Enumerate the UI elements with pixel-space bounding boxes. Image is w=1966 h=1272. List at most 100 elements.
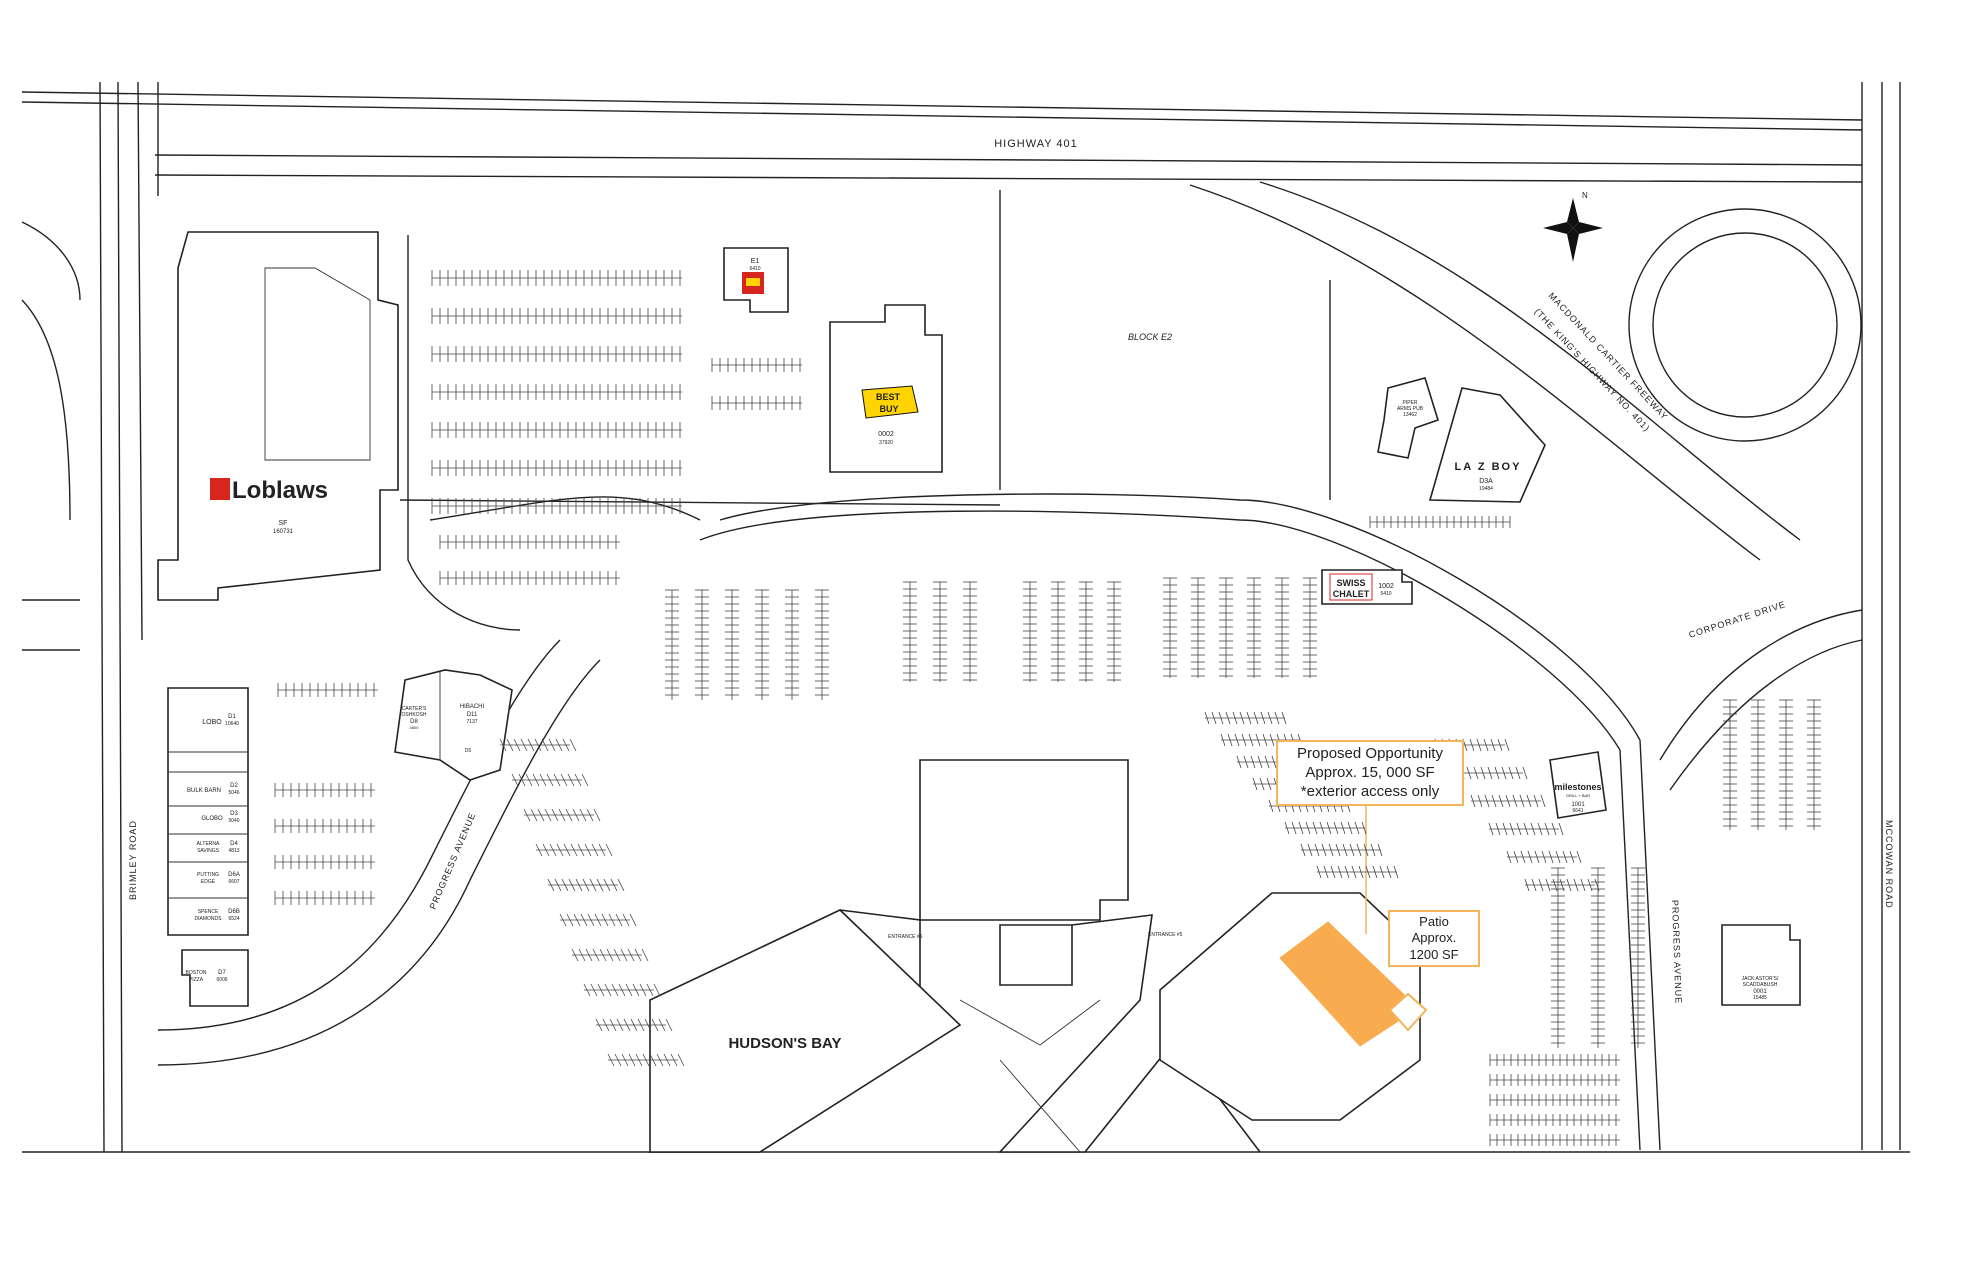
parking-stall (567, 773, 575, 787)
parking-stall (653, 983, 661, 997)
cibc-area: 6410 (749, 266, 760, 272)
highway-ramp (1189, 181, 1862, 561)
parking-stall (635, 1053, 643, 1067)
loblaws-building[interactable] (157, 231, 399, 601)
parking-stall (1204, 711, 1210, 725)
alterna-name-line1: ALTERNA (197, 841, 220, 847)
jackastors-building[interactable]: JACK ASTOR'S/ SCADDABUSH 0001 15485 (1721, 924, 1801, 1006)
parking-stall (599, 948, 607, 962)
parking-stall (1211, 711, 1217, 725)
parking-stall (566, 913, 574, 927)
parking-stall (606, 948, 614, 962)
strip-retail-building[interactable] (167, 687, 249, 1007)
parking-stall (598, 843, 606, 857)
parking-stall (523, 808, 531, 822)
proposed-opportunity-callout: Proposed Opportunity Approx. 15, 000 SF … (1276, 740, 1464, 807)
parking-stall (1477, 794, 1483, 808)
lobo-name: LOBO (202, 719, 222, 726)
parking-stall (670, 1053, 678, 1067)
parking-stall (604, 983, 612, 997)
parking-stall (1523, 822, 1529, 836)
parking-stall (581, 773, 589, 787)
parking-stall (1537, 822, 1543, 836)
parking-stall (601, 913, 609, 927)
alterna-name-line2: SAVINGS (197, 848, 220, 854)
parking-stall (1232, 711, 1238, 725)
parking-stall (1534, 850, 1540, 864)
parking-stall (1333, 821, 1339, 835)
parking-stall (611, 983, 619, 997)
boston-name-line1: BOSTON (185, 970, 206, 976)
patio-callout: Patio Approx. 1200 SF (1388, 910, 1480, 967)
parking-stall (1236, 755, 1242, 769)
bestbuy-building[interactable]: BEST BUY 0002 37920 (829, 304, 943, 473)
parking-stall (1488, 822, 1494, 836)
cibc-building[interactable]: E1 6410 (723, 247, 789, 313)
parking-stall (607, 1053, 615, 1067)
parking-stall (1372, 865, 1378, 879)
parking-stall (1541, 850, 1547, 864)
milestones-building[interactable]: milestones GRILL + BAR 1001 6641 (1549, 751, 1607, 819)
hudsons-bay-anchor[interactable]: HUDSON'S BAY (649, 909, 962, 1153)
bulkbarn-unit: D2 (230, 783, 238, 789)
parking-stall (1576, 850, 1582, 864)
piper-arms-building[interactable]: PIPER ARMS PUB 13462 (1377, 377, 1439, 459)
parking-stall (1307, 843, 1313, 857)
parking-stall (602, 1018, 610, 1032)
carters-unit: D8 (410, 719, 418, 725)
parking-stall (1506, 850, 1512, 864)
parking-stall (1267, 711, 1273, 725)
parking-stall (1351, 865, 1357, 879)
parking-stall (1524, 878, 1530, 892)
parking-stall (574, 773, 582, 787)
parking-stall (590, 983, 598, 997)
parking-stall (677, 1053, 685, 1067)
parking-stall (506, 738, 514, 752)
parking-stall (621, 1053, 629, 1067)
hibachi-name: HIBACHI (460, 704, 485, 710)
parking-stall (1533, 794, 1539, 808)
parking-stall (1495, 822, 1501, 836)
progress-avenue-west (157, 639, 601, 1066)
parking-stall (558, 808, 566, 822)
parking-stall (595, 1018, 603, 1032)
parking-stall (532, 773, 540, 787)
swiss-chalet-building[interactable]: SWISS CHALET 1002 5410 (1321, 569, 1413, 605)
parking-stall (1587, 878, 1593, 892)
parking-stall (625, 983, 633, 997)
parking-stall (561, 878, 569, 892)
proposed-line2: Approx. 15, 000 SF (1305, 763, 1435, 781)
patio-area[interactable] (1388, 992, 1428, 1032)
parking-stall (1363, 843, 1369, 857)
parking-stall (634, 948, 642, 962)
lazboy-building[interactable]: LA Z BOY D3A 19484 (1428, 387, 1546, 503)
parking-stall (511, 773, 519, 787)
parking-stall (1526, 794, 1532, 808)
parking-stall (1239, 711, 1245, 725)
parking-stall (1314, 843, 1320, 857)
parking-stall (1241, 733, 1247, 747)
parking-stall (586, 808, 594, 822)
parking-stall (637, 1018, 645, 1032)
parking-stall (593, 808, 601, 822)
parking-stall (530, 808, 538, 822)
parking-stall (1259, 777, 1265, 791)
jackastors-name-line1: JACK ASTOR'S/ (1742, 976, 1779, 982)
bestbuy-logo-top: BEST (876, 392, 901, 402)
globo-name: GLOBO (201, 816, 223, 822)
parking-stall (1291, 821, 1297, 835)
parking-stall (1377, 843, 1383, 857)
parking-stall (562, 738, 570, 752)
carters-hibachi-building[interactable]: CARTER'S OSHKOSH D8 4800 HIBACHI D11 713… (394, 669, 513, 781)
parking-stall (1531, 878, 1537, 892)
parking-stall (584, 843, 592, 857)
parking-stall (1243, 755, 1249, 769)
parking-stall (1538, 878, 1544, 892)
parking-stall (1540, 794, 1546, 808)
putting-name-line2: EDGE (201, 879, 216, 885)
parking-stall (554, 878, 562, 892)
parking-stall (646, 983, 654, 997)
parking-stall (1284, 821, 1290, 835)
piper-name-line1: PIPER (1402, 400, 1417, 406)
